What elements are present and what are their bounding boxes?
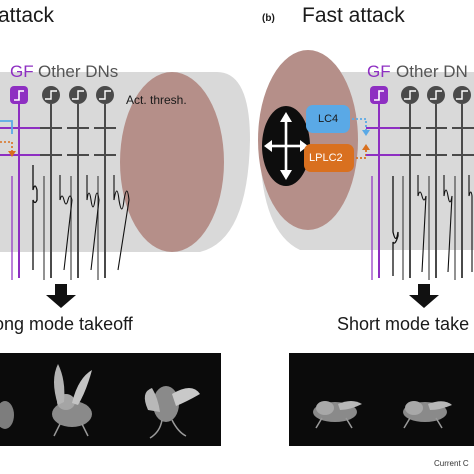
fly-silhouettes-left (0, 364, 200, 439)
downward-arrow-right (409, 284, 439, 308)
panel-a-title: attack (0, 4, 55, 27)
other-dn-neurons-left (40, 86, 116, 280)
lc4-connection-left (0, 120, 13, 134)
journal-credit: Current C (434, 459, 469, 468)
lplc2-arrowhead-right (362, 144, 370, 150)
lplc2-arrowhead-left (8, 151, 16, 157)
outcome-label-left: ong mode takeoff (0, 314, 133, 334)
gf-response-trace-left (32, 165, 38, 270)
lc4-box (306, 105, 350, 133)
activation-threshold-region-left (120, 72, 224, 252)
dns-label-right: Other DN (396, 62, 468, 81)
gf-neuron-right (366, 86, 400, 280)
fly-silhouettes-right (313, 401, 452, 429)
dns-label-left: Other DNs (38, 62, 119, 81)
gf-label-left: GF (10, 62, 34, 81)
dn-response-traces-right (417, 175, 473, 273)
takeoff-photo-strip-right (289, 353, 474, 446)
lc4-label: LC4 (318, 113, 339, 125)
panel-b-label: (b) (262, 13, 275, 24)
activation-threshold-label: Act. thresh. (126, 93, 187, 107)
gf-response-trace-right (392, 176, 399, 276)
panel-b-title: Fast attack (302, 4, 405, 27)
downward-arrow-left (46, 284, 76, 308)
lc4-arrowhead-right (362, 130, 370, 136)
outcome-label-right: Short mode take (337, 314, 470, 334)
dn-response-traces-left (59, 175, 130, 271)
other-dn-neurons-right (400, 86, 474, 280)
lplc2-connection-left (0, 141, 13, 152)
gf-neuron-left (0, 86, 40, 280)
lplc2-box (304, 144, 354, 172)
expanding-arrows-icon (264, 112, 308, 180)
gf-label-right: GF (367, 62, 391, 81)
lplc2-label: LPLC2 (309, 152, 343, 164)
lc4-connection-right (352, 118, 367, 132)
